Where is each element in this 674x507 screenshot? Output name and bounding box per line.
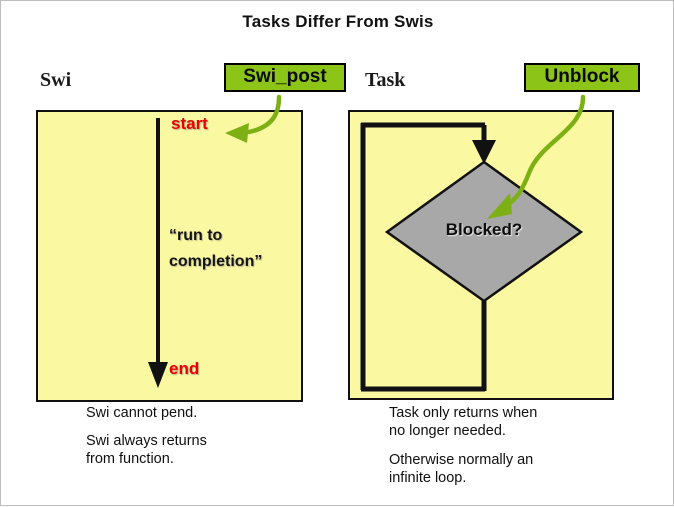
swi-caption-2: Swi always returns from function. <box>86 433 207 467</box>
swi-post-badge[interactable]: Swi_post <box>224 63 346 92</box>
unblock-badge[interactable]: Unblock <box>524 63 640 92</box>
page-title: Tasks Differ From Swis <box>242 12 434 31</box>
swi-flow-panel <box>36 110 303 402</box>
swi-column-heading: Swi <box>40 69 72 91</box>
task-flow-panel <box>348 110 614 400</box>
blocked-decision-label: Blocked? <box>445 220 523 239</box>
task-caption-1: Task only returns when no longer needed. <box>389 405 538 439</box>
run-to-completion-label: “run to completion” <box>169 227 263 271</box>
start-label: start <box>171 114 208 133</box>
task-column-heading: Task <box>365 69 406 91</box>
task-caption-2: Otherwise normally an infinite loop. <box>389 452 534 486</box>
end-label: end <box>169 359 200 378</box>
swi-caption-1: Swi cannot pend. <box>86 405 198 421</box>
